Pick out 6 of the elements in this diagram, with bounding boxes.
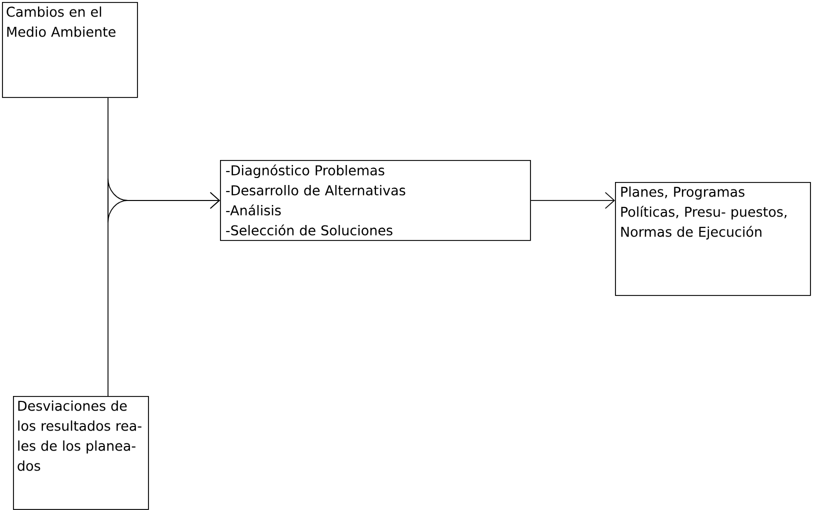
text-box: -Diagnóstico Problemas -Desarrollo de Alternativas -Análisis -Selección de Soluciones <box>220 160 531 241</box>
text-box: Cambios en el Medio Ambiente <box>2 2 138 98</box>
text-box: Planes, Programas Políticas, Presu- puestos, Normas de Ejecución <box>615 182 811 296</box>
text-box: Desviaciones de los resultados rea- les de los planea- dos <box>13 396 149 510</box>
arrow <box>530 192 615 209</box>
arrow <box>108 178 220 396</box>
